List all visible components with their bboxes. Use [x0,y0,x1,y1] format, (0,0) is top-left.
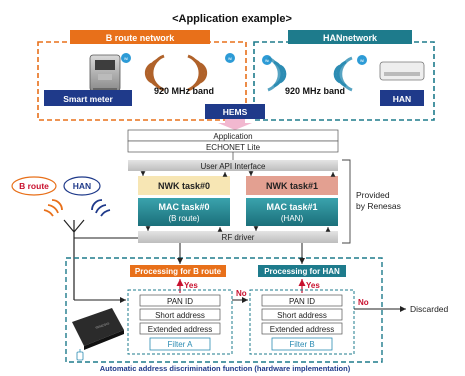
no-label-a: No [236,289,247,298]
short-address-a-label: Short address [155,311,205,320]
antenna-waves-blue-icon [91,199,111,217]
wi-sun-logo-icon: Wi [121,53,131,63]
filter-dashed-frame [65,257,383,363]
extended-address-b-box [261,322,343,335]
mac-task-0-sublabel: (B route) [168,214,199,223]
mac-task-1-sublabel: (HAN) [281,214,304,223]
pan-id-b-box [261,294,343,307]
user-api-band [128,160,338,171]
mac-task-0-box [138,198,230,226]
b-route-bubble-label: B route [19,181,49,191]
user-api-label: User API Interface [201,162,266,171]
processing-b-route-box [130,265,226,277]
svg-text:Wi: Wi [265,59,269,63]
renesas-bracket [342,159,351,244]
discarded-label: Discarded [410,304,449,314]
extended-address-a-box [139,322,221,335]
radio-waves-icon [333,56,353,92]
yes-label-b: Yes [306,281,320,290]
no-label-b: No [358,298,369,307]
nwk-task-1-box [246,176,338,195]
smart-meter-box [44,90,132,106]
provided-by-line1: Provided [356,190,390,200]
extended-address-a-label: Extended address [148,325,213,334]
filter-a-frame [127,289,233,355]
pan-id-b-label: PAN ID [289,297,315,306]
b-route-bubble [11,176,57,196]
processing-han-label: Processing for HAN [264,267,340,276]
han-network-label: HANnetwork [323,33,378,43]
caption-text: Automatic address discrimination functio… [100,364,351,373]
short-address-b-label: Short address [277,311,327,320]
wi-sun-logo-icon: Wi [357,55,367,65]
mac-task-0-label: MAC task#0 [158,202,209,212]
nwk-task-1-label: NWK task#1 [266,181,318,191]
filter-a-label: Filter A [168,340,194,349]
radio-waves-icon [144,54,165,92]
chip-icon: RENESAS [72,308,124,350]
han-device-box [380,90,424,106]
application-label: Application [213,132,252,141]
short-address-b-box [261,308,343,321]
b-route-network-header [70,30,210,44]
nwk-task-0-label: NWK task#0 [158,181,210,191]
processing-b-route-label: Processing for B route [135,267,222,276]
han-bubble [63,176,101,196]
antenna-icon [63,219,85,300]
yes-label-a: Yes [184,281,198,290]
svg-text:Wi: Wi [360,59,364,63]
processing-han-box [258,265,346,277]
hems-label: HEMS [223,107,248,117]
filter-b-frame [249,289,355,355]
band-label-b-route: 920 MHz band [154,86,214,96]
hems-box [205,104,265,119]
rf-driver-label: RF driver [222,233,255,242]
mac-task-1-box [246,198,338,226]
expand-arrow-icon [218,119,252,130]
svg-text:Wi: Wi [228,57,232,61]
echonet-label: ECHONET Lite [206,143,261,152]
svg-text:Wi: Wi [124,57,128,61]
svg-text:RENESAS: RENESAS [95,321,110,330]
pan-id-a-label: PAN ID [167,297,193,306]
b-route-network-label: B route network [106,33,176,43]
radio-waves-icon [187,54,208,92]
han-device-label: HAN [393,94,411,104]
filter-b-label: Filter B [289,340,314,349]
smart-meter-icon [89,54,121,94]
extended-address-b-label: Extended address [270,325,335,334]
antenna-waves-orange-icon [43,199,63,217]
han-network-header [288,30,412,44]
wi-sun-logo-icon: Wi [225,53,235,63]
radio-waves-icon [267,56,287,92]
han-bubble-label: HAN [73,181,91,191]
nwk-task-0-box [138,176,230,195]
pointer-icon [76,349,84,361]
provided-by-line2: by Renesas [356,201,401,211]
page-title: <Application example> [172,13,292,25]
filter-a-box [149,337,211,351]
filter-b-box [271,337,333,351]
stack-arrows [140,171,336,232]
short-address-a-box [139,308,221,321]
band-label-han: 920 MHz band [285,86,345,96]
air-conditioner-icon [379,61,425,81]
rf-driver-band [138,231,338,243]
smart-meter-label: Smart meter [63,94,113,104]
pan-id-a-box [139,294,221,307]
mac-task-1-label: MAC task#1 [266,202,317,212]
